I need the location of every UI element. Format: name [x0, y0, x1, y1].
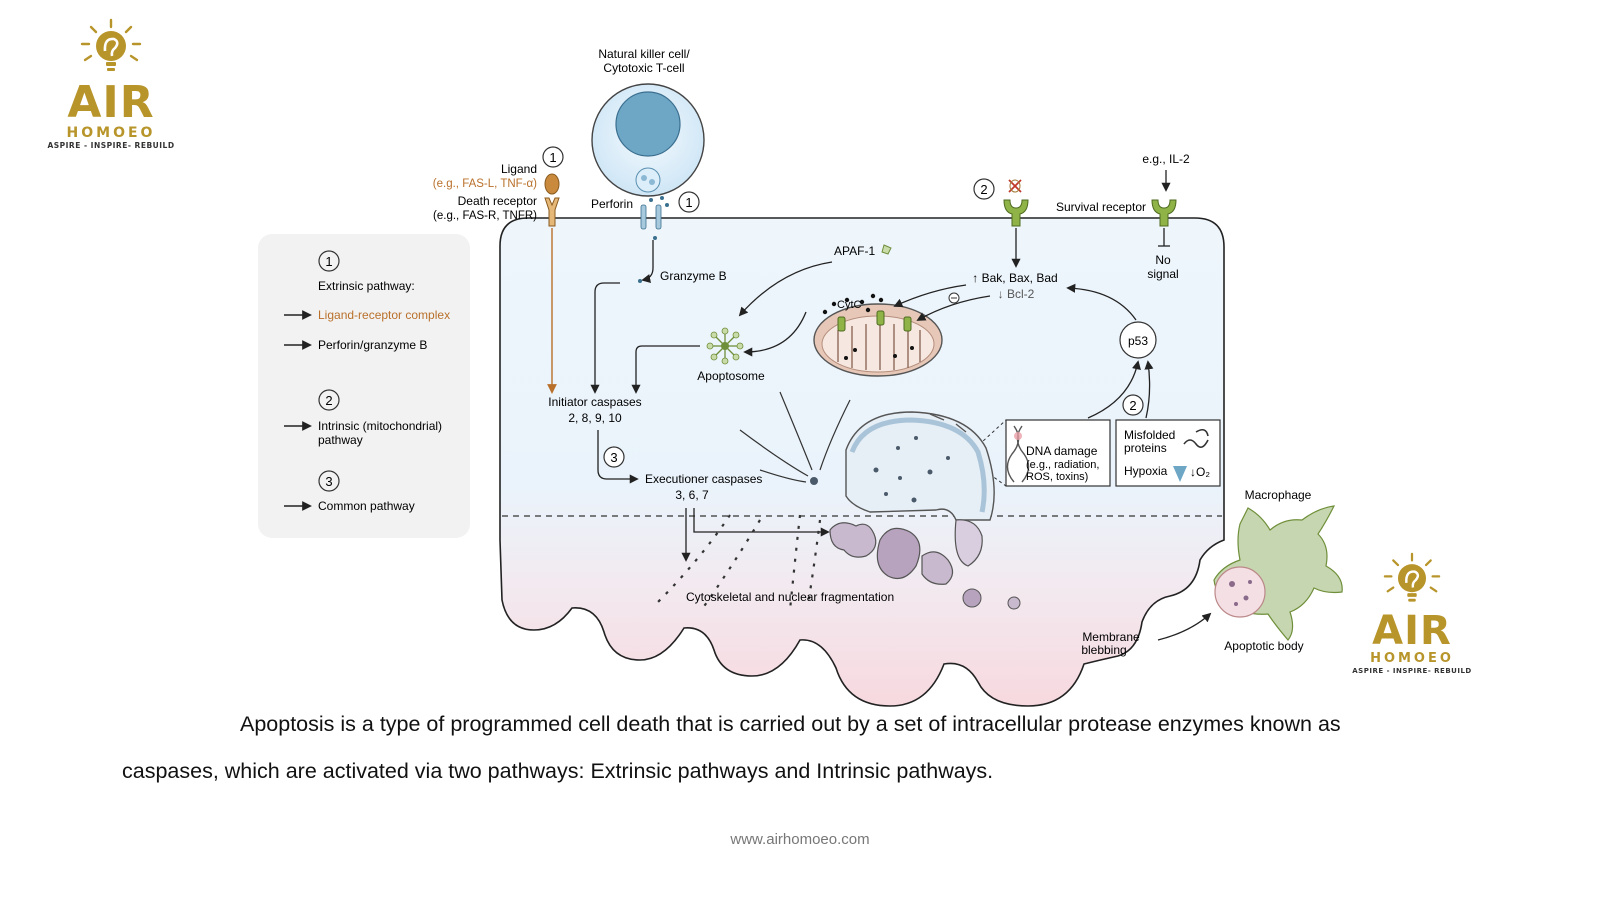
logo-sub: HOMOEO: [1370, 651, 1454, 666]
fragment-trails: [654, 514, 822, 613]
macrophage: [1213, 505, 1343, 641]
o2-label: ↓O₂: [1190, 465, 1210, 479]
legend-num-1: 1: [325, 254, 332, 269]
death-receptor-example: (e.g., FAS-R, TNFR): [433, 210, 537, 222]
apaf-label: APAF-1: [834, 244, 875, 258]
logo-sub: HOMOEO: [66, 125, 156, 141]
mitochondrion: [813, 293, 943, 377]
p53-label: p53: [1128, 334, 1148, 348]
nk-label-1: Natural killer cell/: [598, 47, 690, 61]
intrinsic-num-2: 2: [1129, 398, 1136, 413]
perforin-label: Perforin: [591, 197, 633, 211]
membrane-label-2: blebbing: [1081, 643, 1126, 657]
legend-intrinsic-2: pathway: [318, 433, 363, 447]
ligand-label: Ligand: [501, 162, 537, 176]
no-signal-2: signal: [1147, 267, 1178, 281]
granzyme-label: Granzyme B: [660, 269, 727, 283]
hypoxia-label: Hypoxia: [1124, 464, 1168, 478]
membrane-label-1: Membrane: [1082, 630, 1140, 644]
caption-line-1: Apoptosis is a type of programmed cell d…: [240, 712, 1341, 736]
stress-box: [1115, 419, 1221, 487]
legend-box: [258, 234, 470, 538]
ligand-example: (e.g., FAS-L, TNF-α): [433, 178, 537, 190]
apoptosome-icon: [706, 327, 744, 365]
cytoskeleton-lines: [739, 391, 851, 483]
initiator-numbers: 2, 8, 9, 10: [568, 411, 622, 425]
survival-receptor: [1151, 199, 1177, 227]
misfolded-protein-icon: [1183, 428, 1209, 448]
death-receptor-label: Death receptor: [458, 194, 537, 208]
legend-intrinsic-1: Intrinsic (mitochondrial): [318, 419, 442, 433]
dna-damage-eg-2: ROS, toxins): [1026, 471, 1088, 483]
legend-num-2: 2: [325, 393, 332, 408]
dna-damage-eg-1: (e.g., radiation,: [1026, 459, 1099, 471]
perforin-pores: [640, 196, 669, 240]
logo-word: AIR: [1372, 608, 1452, 654]
initiator-label: Initiator caspases: [548, 395, 641, 409]
nk-cell: [591, 83, 705, 197]
perforin-num: 1: [685, 195, 692, 210]
legend-ligand-receptor: Ligand-receptor complex: [318, 308, 450, 322]
intrinsic-num: 2: [980, 182, 987, 197]
nuclear-fragment: [962, 588, 982, 608]
brand-logo-secondary: AIR HOMOEO ASPIRE - INSPIRE- REBUILD: [1350, 552, 1474, 676]
executioner-numbers: 3, 6, 7: [675, 488, 709, 502]
survival-receptor-label: Survival receptor: [1056, 200, 1146, 214]
apoptotic-body-label: Apoptotic body: [1224, 639, 1303, 653]
p53-node: [1119, 321, 1157, 359]
macrophage-label: Macrophage: [1245, 488, 1312, 502]
bak-label: ↑ Bak, Bax, Bad: [972, 271, 1057, 285]
logo-tagline: ASPIRE - INSPIRE- REBUILD: [1352, 667, 1472, 675]
nk-label-2: Cytotoxic T-cell: [603, 61, 684, 75]
bulb-icon: [80, 18, 142, 71]
apoptosome-label: Apoptosome: [697, 369, 765, 383]
cytc-label: CytC: [837, 299, 862, 311]
inactive-receptor: [1003, 179, 1029, 227]
bcl2-label: ↓ Bcl-2: [998, 287, 1035, 301]
legend-perforin-granzyme: Perforin/granzyme B: [318, 338, 427, 352]
logo-word: AIR: [67, 77, 155, 128]
nuclear-fragment: [1007, 596, 1021, 610]
no-signal-1: No: [1155, 253, 1171, 267]
ligand-num: 1: [549, 150, 556, 165]
legend-num-3: 3: [325, 474, 332, 489]
legend-extrinsic-title: Extrinsic pathway:: [318, 279, 415, 293]
fragmentation-label: Cytoskeletal and nuclear fragmentation: [686, 590, 894, 604]
logo-tagline: ASPIRE - INSPIRE- REBUILD: [47, 141, 175, 150]
misfolded-label-2: proteins: [1124, 441, 1167, 455]
common-num: 3: [610, 450, 617, 465]
nucleus: [829, 411, 995, 585]
legend-common: Common pathway: [318, 499, 415, 513]
bulb-icon: [1383, 552, 1441, 602]
hypoxia-drop-icon: [1173, 466, 1187, 482]
legend: 1 Extrinsic pathway: Ligand-receptor com…: [284, 250, 450, 513]
dna-damage-title: DNA damage: [1026, 444, 1098, 458]
executioner-label: Executioner caspases: [645, 472, 762, 486]
ligand-receptor: [544, 173, 560, 227]
brand-logo: AIR HOMOEO ASPIRE - INSPIRE- REBUILD: [46, 18, 176, 151]
website-url[interactable]: www.airhomoeo.com: [730, 831, 870, 848]
il2-label: e.g., IL-2: [1142, 152, 1190, 166]
caption-line-2: caspases, which are activated via two pa…: [122, 759, 994, 783]
misfolded-label-1: Misfolded: [1124, 428, 1175, 442]
